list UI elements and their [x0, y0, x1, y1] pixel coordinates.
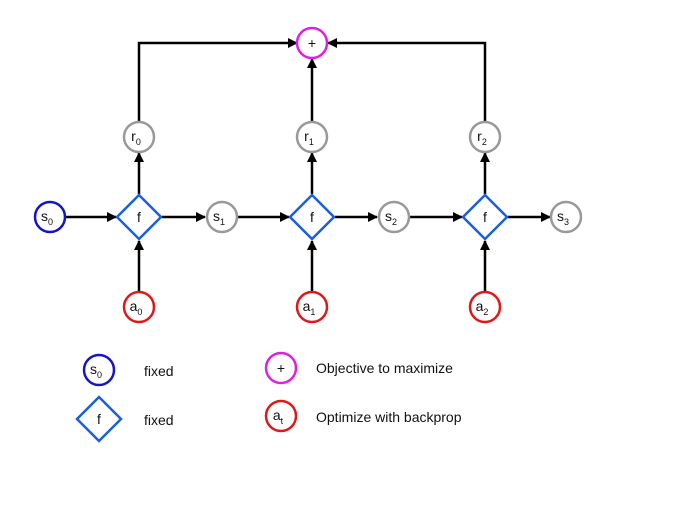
svg-text:s0: s0 [90, 361, 102, 380]
f-node-2-label: f [483, 209, 487, 225]
legend-action-swatch [264, 399, 298, 433]
legend-state-sub: 0 [97, 370, 102, 380]
state-node-s0-sub: 0 [48, 217, 53, 227]
action-node-a0-sub: 0 [137, 307, 142, 317]
f-node-1: f [288, 193, 336, 241]
svg-text:a0: a0 [130, 298, 143, 317]
svg-text:s0: s0 [41, 208, 53, 227]
legend-action-item: at Optimize with backprop [264, 399, 462, 433]
state-node-s2: s2 [377, 200, 411, 234]
svg-text:a2: a2 [476, 298, 489, 317]
legend-action-text: Optimize with backprop [316, 409, 462, 425]
reward-node-r0: r0 [122, 120, 156, 154]
svg-text:a1: a1 [303, 298, 316, 317]
legend-plus-text: Objective to maximize [316, 360, 453, 376]
action-node-a0-base: a [130, 298, 138, 314]
f-node-1-label: f [310, 209, 314, 225]
legend-f-swatch [75, 395, 123, 443]
state-node-s3-sub: 3 [564, 217, 569, 227]
reward-node-r1-base: r [304, 128, 309, 144]
svg-text:s1: s1 [213, 208, 225, 227]
state-node-s0: s0 [33, 200, 67, 234]
legend-plus-label: + [277, 360, 285, 376]
action-node-a1-base: a [303, 298, 311, 314]
action-node-a0: a0 [122, 290, 156, 324]
reward-node-r1-sub: 1 [309, 137, 314, 147]
svg-text:s2: s2 [385, 208, 397, 227]
action-node-a1-sub: 1 [310, 307, 315, 317]
action-node-a1: a1 [295, 290, 329, 324]
state-node-s2-sub: 2 [392, 217, 397, 227]
state-node-s0-base: s [41, 208, 48, 224]
action-node-a2: a2 [468, 290, 502, 324]
legend-f-label: f [97, 411, 101, 427]
f-node-0: f [115, 193, 163, 241]
svg-text:r1: r1 [304, 128, 314, 147]
svg-text:r2: r2 [477, 128, 487, 147]
action-node-a2-sub: 2 [483, 307, 488, 317]
svg-text:s3: s3 [557, 208, 569, 227]
state-node-s1-sub: 1 [220, 217, 225, 227]
legend-f-item: f fixed [75, 395, 174, 443]
edge-r2-plus [327, 38, 487, 121]
legend-state-swatch [82, 353, 116, 387]
edges [66, 38, 551, 291]
legend-action-sub: t [281, 416, 284, 426]
reward-node-r2-sub: 2 [482, 137, 487, 147]
reward-node-r2: r2 [468, 120, 502, 154]
reward-node-r2-base: r [477, 128, 482, 144]
svg-text:at: at [273, 407, 284, 426]
edge-r0-plus [137, 38, 298, 121]
reward-node-r0-sub: 0 [136, 137, 141, 147]
svg-text:r0: r0 [131, 128, 141, 147]
legend-f-text: fixed [144, 412, 174, 428]
legend-state-text: fixed [144, 363, 174, 379]
action-node-a2-base: a [476, 298, 484, 314]
state-node-s2-base: s [385, 208, 392, 224]
f-node-2: f [461, 193, 509, 241]
state-node-s3-base: s [557, 208, 564, 224]
legend: s0 fixed f fixed + Objective to maximize… [75, 351, 462, 443]
plus-node: + [295, 26, 329, 60]
legend-state-base: s [90, 361, 97, 377]
f-node-0-label: f [137, 209, 141, 225]
legend-plus-item: + Objective to maximize [264, 351, 453, 385]
state-node-s1: s1 [205, 200, 239, 234]
reward-node-r1: r1 [295, 120, 329, 154]
plus-node-label: + [308, 35, 316, 51]
state-node-s3: s3 [549, 200, 583, 234]
legend-plus-swatch [264, 351, 298, 385]
reward-node-r0-base: r [131, 128, 136, 144]
legend-action-base: a [273, 407, 281, 423]
legend-state-item: s0 fixed [82, 353, 174, 387]
state-node-s1-base: s [213, 208, 220, 224]
